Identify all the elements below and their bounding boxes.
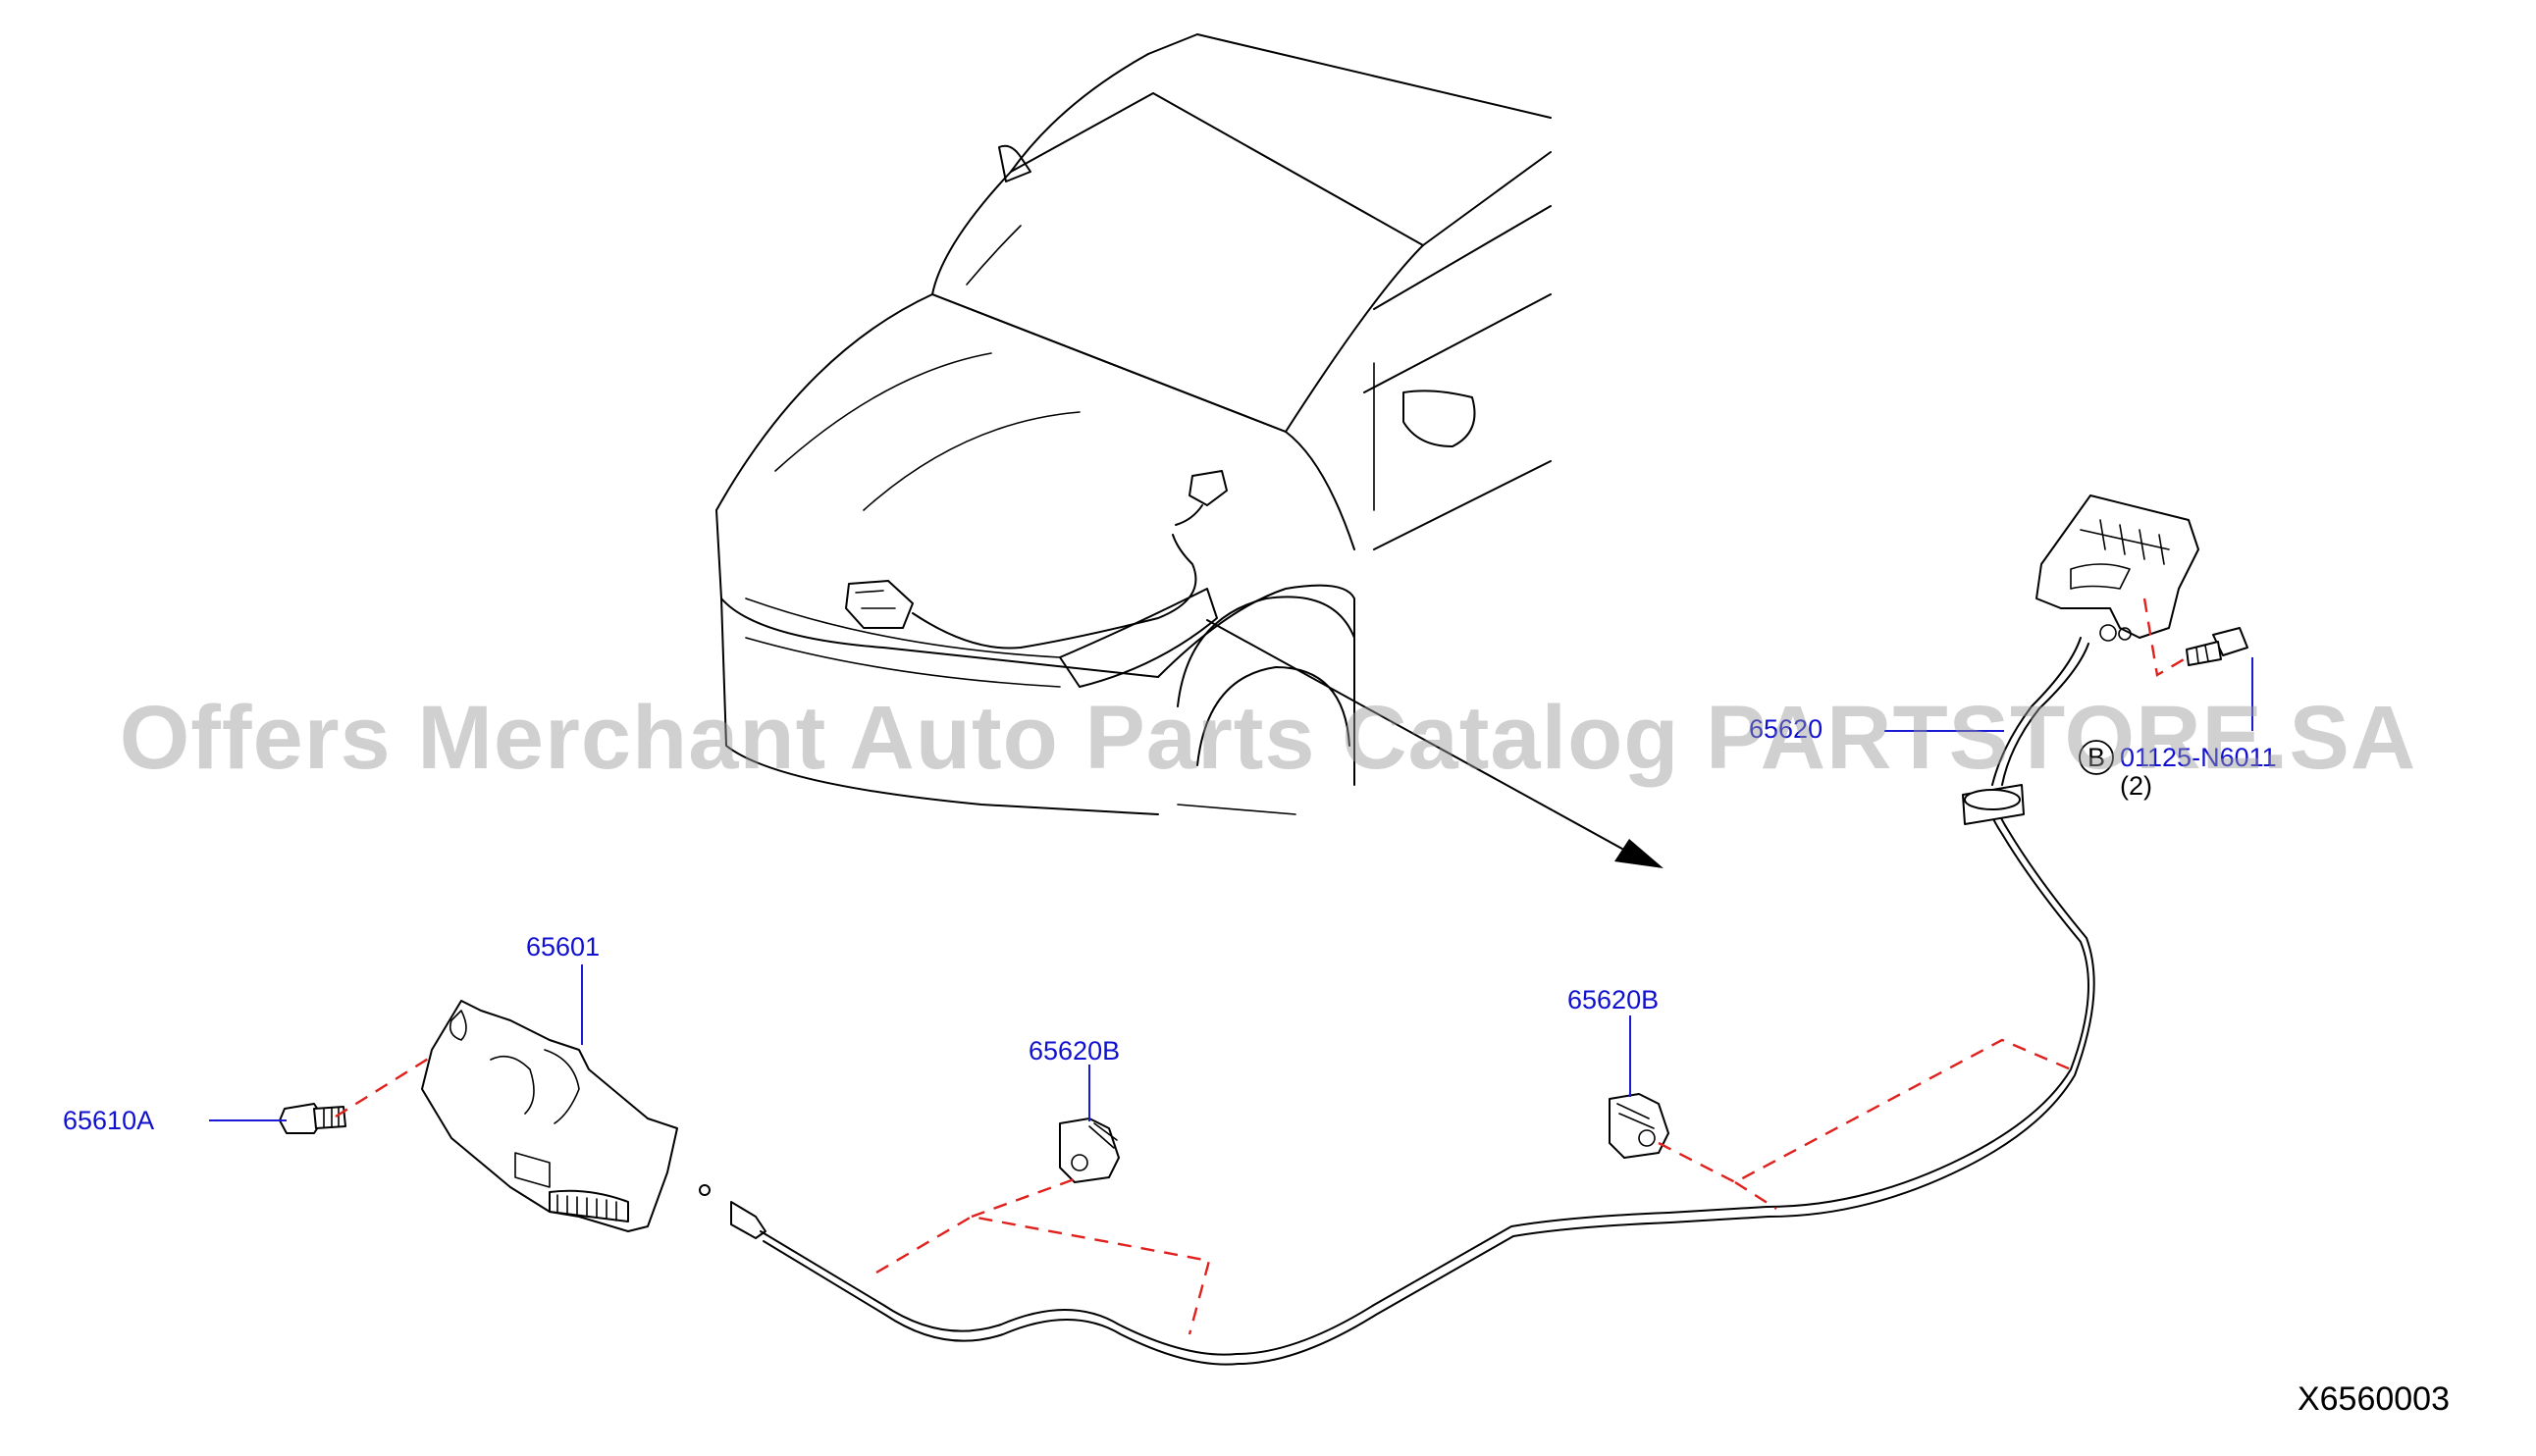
- bolt-part-number: 01125-N6011: [2120, 743, 2277, 772]
- cable-clip-left: [1059, 1118, 1120, 1183]
- label-65610a[interactable]: 65610A: [63, 1106, 154, 1135]
- label-65620[interactable]: 65620: [1749, 714, 1823, 744]
- reference-circle: [2079, 740, 2114, 775]
- reference-letter: B: [2087, 743, 2105, 772]
- label-65620b-right[interactable]: 65620B: [1567, 985, 1659, 1014]
- diagram-code: X6560003: [2297, 1380, 2450, 1418]
- hood-release-cable-65620: [699, 637, 2095, 1366]
- cable-clip-right: [1609, 1093, 1669, 1159]
- dashed-guides: [335, 598, 2192, 1335]
- car-illustration: [715, 33, 1664, 868]
- bolt-quantity: (2): [2120, 771, 2152, 801]
- label-65620b-left[interactable]: 65620B: [1029, 1036, 1120, 1066]
- label-65601[interactable]: 65601: [526, 932, 600, 962]
- leader-lines: [209, 657, 2253, 1121]
- label-bolt-handle[interactable]: B 01125-N6011 (2): [2079, 740, 2277, 801]
- watermark: Offers Merchant Auto Parts Catalog PARTS…: [119, 688, 2417, 788]
- hood-release-handle: [2035, 494, 2248, 666]
- hood-latch-65601: [279, 1000, 678, 1232]
